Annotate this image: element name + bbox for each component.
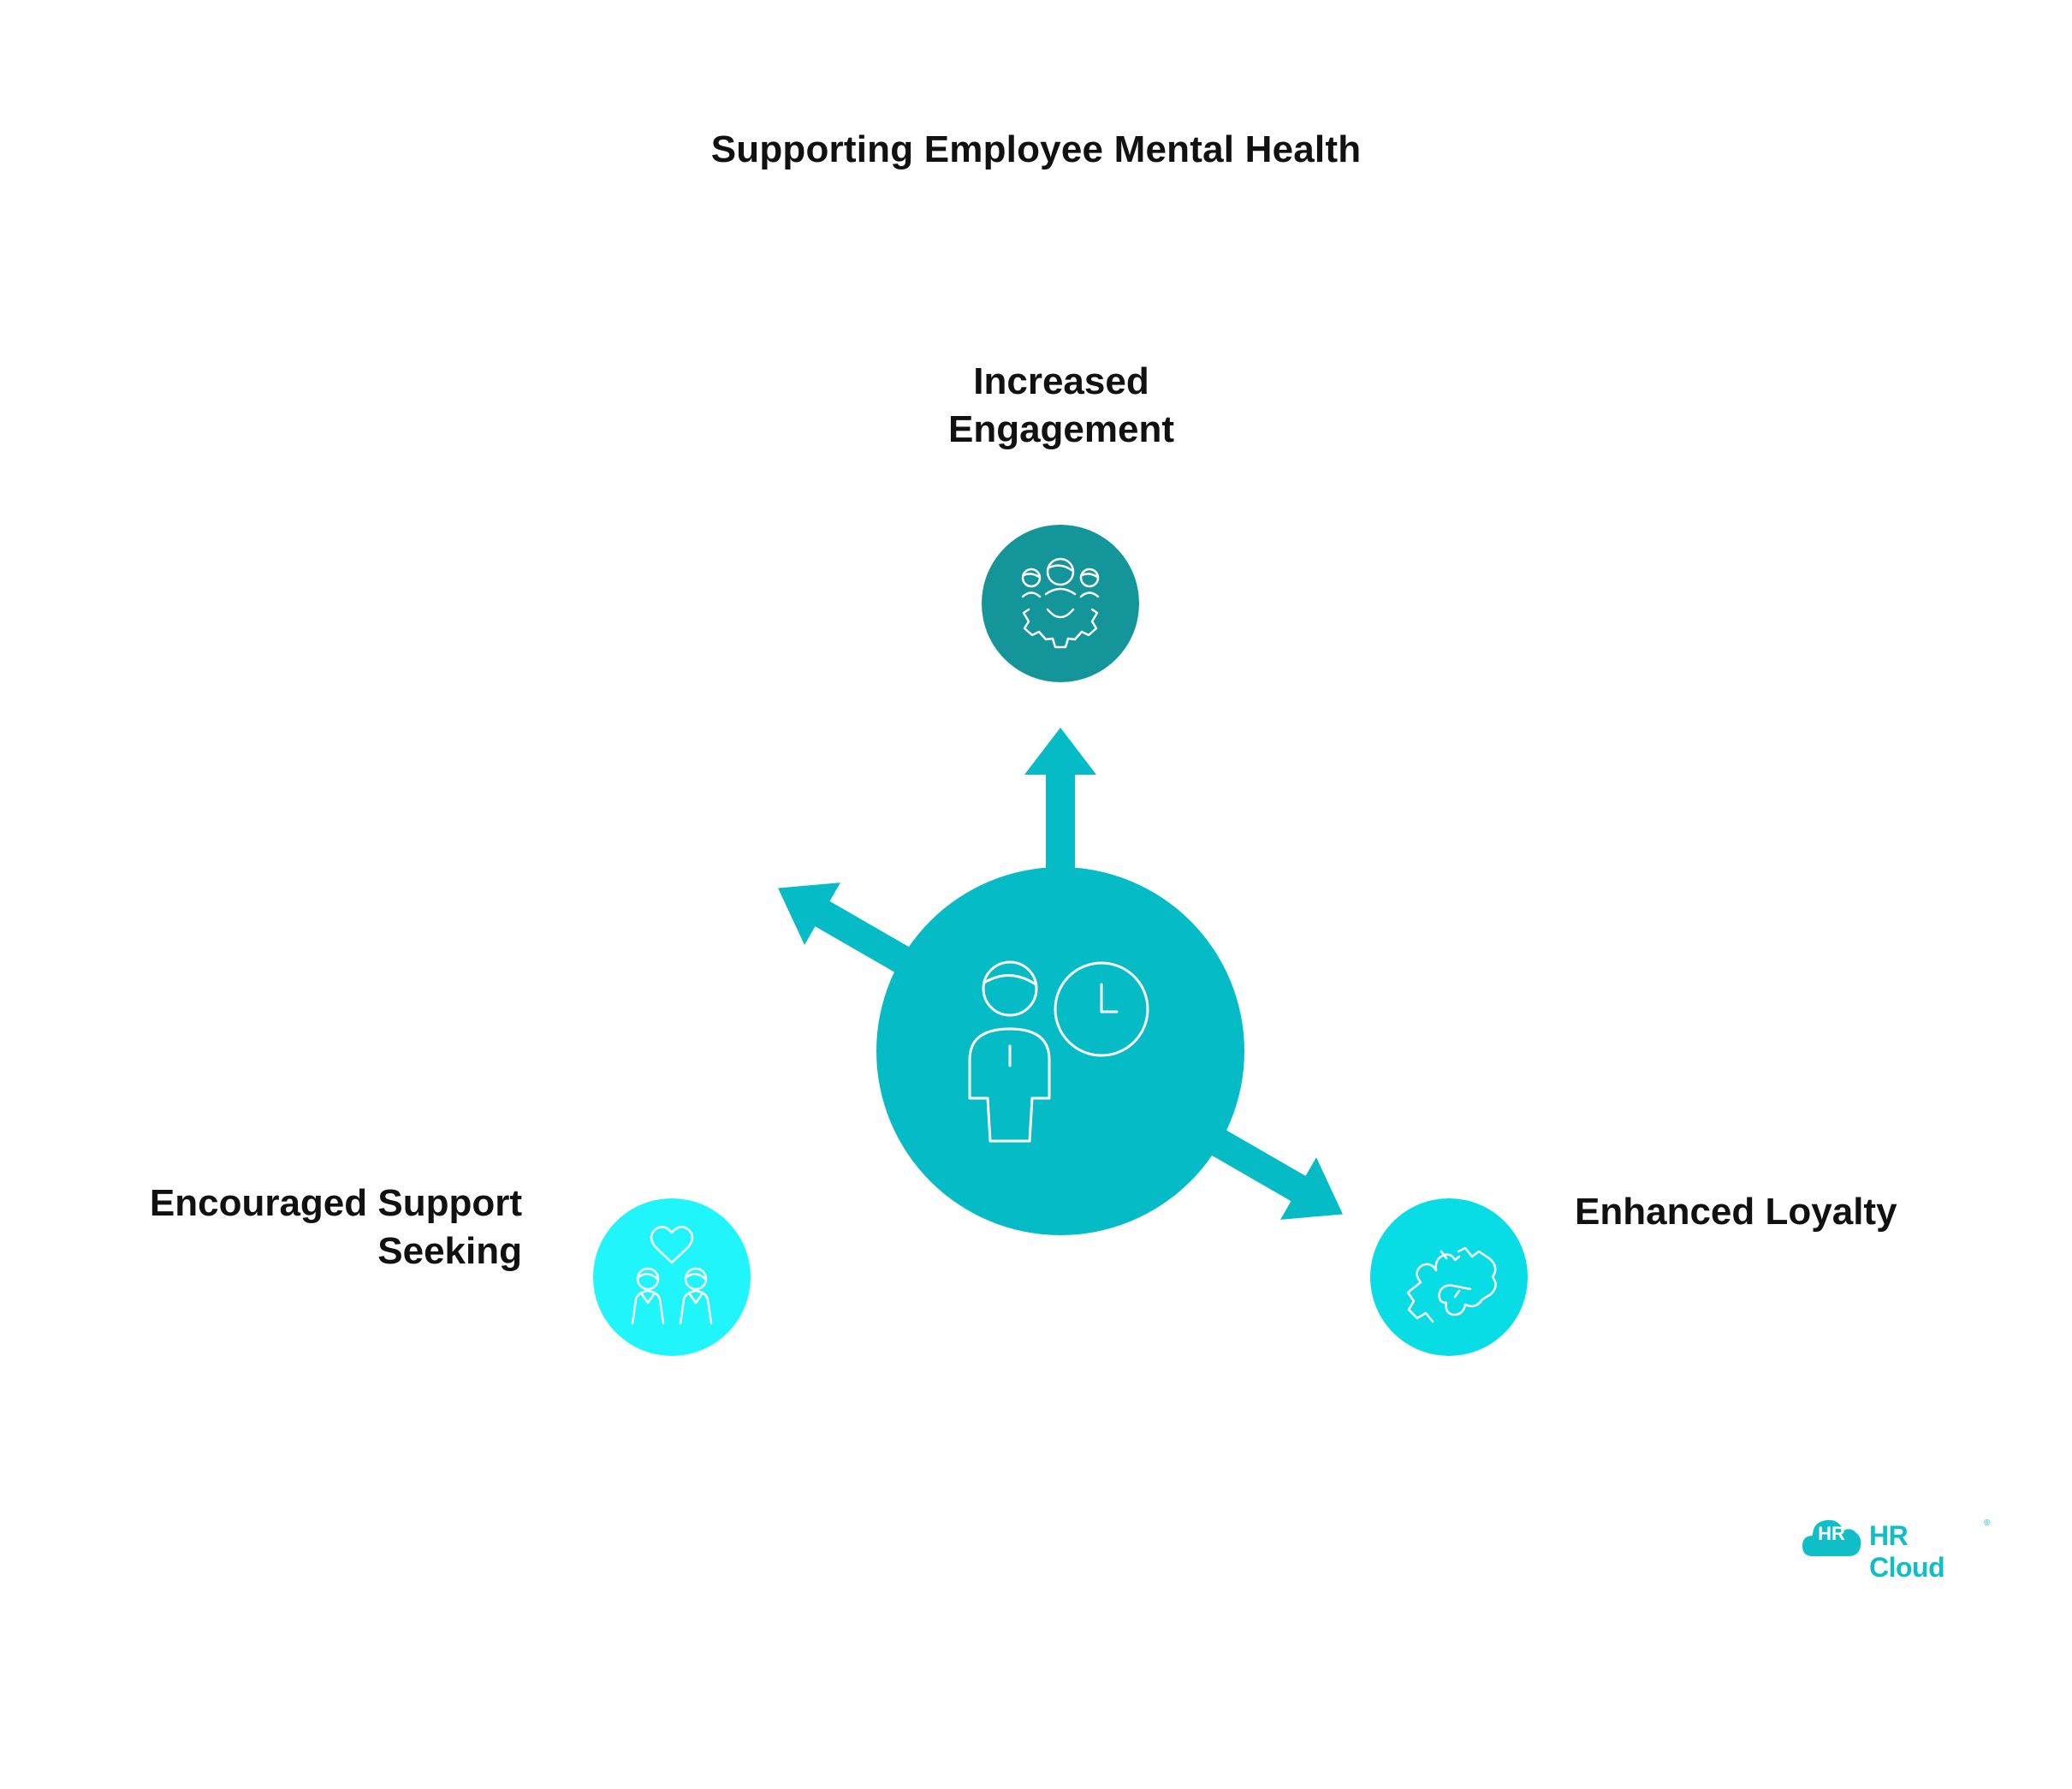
- node-left-label: Encouraged Support Seeking: [149, 1182, 522, 1272]
- arrow-top-shaft: [1046, 770, 1075, 873]
- fist-bump-icon: [1406, 1246, 1497, 1323]
- arrow-top-head: [1024, 728, 1096, 775]
- hr-cloud-logo: HR HR Cloud ®: [1801, 1512, 1991, 1583]
- logo-registered-mark: ®: [1984, 1519, 1991, 1528]
- node-left-circle: [593, 1198, 751, 1356]
- cloud-icon: [1802, 1519, 1861, 1556]
- logo-badge: HR: [1818, 1523, 1845, 1544]
- node-right-circle: [1370, 1198, 1528, 1356]
- node-top-label: Increased Engagement: [947, 360, 1175, 450]
- center-circle: [876, 867, 1244, 1235]
- diagram-title: Supporting Employee Mental Health: [710, 128, 1362, 170]
- employee-clock-icon: [968, 960, 1149, 1143]
- node-top-circle: [982, 525, 1139, 682]
- node-right-label: Enhanced Loyalty: [1575, 1191, 1897, 1233]
- people-heart-icon: [631, 1226, 713, 1325]
- logo-name: HR Cloud: [1869, 1520, 1945, 1583]
- team-gear-icon: [1021, 557, 1100, 649]
